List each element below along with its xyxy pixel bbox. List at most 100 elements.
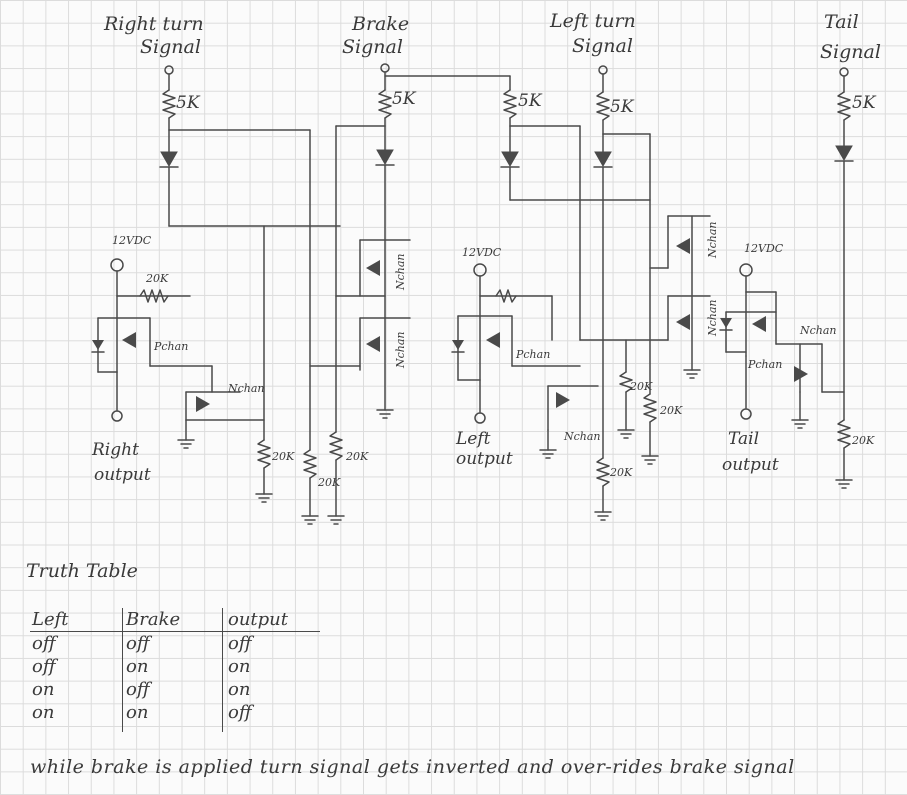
truth-table: Left Brake output off off off off on on … [30, 608, 320, 732]
table-cell: off [228, 702, 252, 723]
svg-text:20K: 20K [629, 380, 653, 393]
right-signal-terminal [164, 65, 174, 75]
tail-pchan-mosfet: Pchan [719, 291, 782, 371]
table-cell: on [32, 702, 55, 723]
svg-text:Pchan: Pchan [515, 348, 550, 361]
right-gate-resistor: 20K [139, 272, 169, 303]
left-nchan-mosfet: Nchan [547, 385, 601, 443]
brake-input-resistor: 5K [378, 71, 417, 127]
brake-signal-terminal [380, 63, 390, 73]
svg-text:Nchan: Nchan [563, 430, 601, 443]
svg-text:5K: 5K [852, 93, 877, 113]
ground-symbol [177, 439, 195, 449]
header-left: Left [32, 609, 69, 630]
ground-symbol [376, 409, 394, 419]
ground-symbol [539, 449, 557, 459]
svg-text:output: output [722, 455, 779, 475]
truth-table-title: Truth Table [26, 560, 138, 582]
brake-nchan-mosfet-lower: Nchan [359, 295, 411, 411]
svg-text:Pchan: Pchan [153, 340, 188, 353]
tail-input-resistor: 5K [837, 75, 877, 147]
svg-text:Nchan: Nchan [227, 382, 265, 395]
ground-symbol [835, 479, 853, 489]
left-gate-resistor [495, 289, 517, 303]
table-cell: off [32, 633, 56, 654]
table-cell: off [126, 679, 150, 700]
table-header: Left Brake output [30, 608, 320, 632]
left-pchan-mosfet: Pchan [451, 295, 550, 381]
right-output-label: Right output [91, 440, 151, 485]
svg-text:Nchan: Nchan [394, 331, 407, 369]
left-pulldown-resistor-c: 20K [596, 457, 633, 513]
ground-symbol [594, 511, 612, 521]
left-signal-terminal [598, 65, 608, 75]
svg-text:Nchan: Nchan [706, 299, 719, 337]
svg-text:12VDC: 12VDC [112, 234, 152, 247]
svg-text:12VDC: 12VDC [462, 246, 502, 259]
table-cell: on [126, 702, 149, 723]
svg-text:20K: 20K [659, 404, 683, 417]
left-pulldown-resistor-b: 20K [643, 339, 683, 457]
svg-text:20K: 20K [345, 450, 369, 463]
table-row: on off on [30, 678, 320, 701]
right-nchan-mosfet: Nchan [185, 382, 265, 421]
svg-text:20K: 20K [317, 476, 341, 489]
brake-input-diode [375, 125, 395, 241]
right-input-diode [159, 129, 179, 227]
svg-text:20K: 20K [851, 434, 875, 447]
brake-pulldown-resistor-a: 20K [303, 449, 341, 517]
right-output-terminal [111, 371, 123, 422]
tail-input-diode [834, 145, 854, 421]
svg-text:12VDC: 12VDC [744, 242, 784, 255]
svg-text:Tail: Tail [824, 11, 859, 33]
left-output-terminal [474, 379, 486, 424]
header-brake: Brake [126, 609, 181, 630]
right-input-resistor: 5K [162, 73, 201, 131]
svg-text:5K: 5K [610, 97, 635, 117]
ground-symbol [617, 429, 635, 439]
ground-symbol [791, 419, 809, 429]
right-supply: 12VDC [110, 234, 152, 297]
header-output: output [228, 609, 289, 630]
ground-symbol [641, 455, 659, 465]
tail-output-terminal [740, 355, 752, 420]
svg-text:20K: 20K [271, 450, 295, 463]
ground-symbol [683, 369, 701, 379]
svg-text:5K: 5K [392, 89, 417, 109]
left-pulldown-resistor-a: 20K [619, 339, 653, 431]
left-input-resistor: 5K [596, 73, 635, 135]
brake-to-left-diode [500, 125, 520, 201]
left-supply: 12VDC [462, 246, 502, 297]
brake-pulldown-resistor-b: 20K [329, 431, 369, 517]
svg-text:Signal: Signal [140, 36, 201, 58]
brake-to-left-resistor: 5K [503, 75, 543, 127]
brake-nchan-mosfet-upper: Nchan [359, 239, 411, 297]
svg-text:5K: 5K [176, 93, 201, 113]
svg-text:Right: Right [91, 440, 139, 460]
table-cell: on [126, 656, 149, 677]
circuit-schematic: Right turn Signal Brake Signal Left turn… [91, 10, 881, 525]
ground-symbol [255, 493, 273, 503]
ground-symbol [327, 515, 345, 525]
left-output-label: Left output [455, 429, 513, 469]
svg-text:Signal: Signal [820, 41, 881, 63]
table-row: off off off [30, 632, 320, 655]
table-cell: off [228, 633, 252, 654]
right-pulldown-resistor: 20K [257, 439, 295, 495]
svg-text:5K: 5K [518, 91, 543, 111]
tail-output-label: Tail output [722, 429, 779, 475]
left-nchan-mosfet-upper: Nchan [667, 215, 719, 371]
tail-signal-terminal [839, 67, 849, 77]
svg-text:Nchan: Nchan [394, 253, 407, 291]
left-input-diode [593, 133, 613, 459]
svg-text:Pchan: Pchan [747, 358, 782, 371]
table-divider [222, 608, 223, 732]
svg-text:20K: 20K [609, 466, 633, 479]
table-row: on on off [30, 701, 320, 724]
svg-text:Left turn: Left turn [549, 10, 636, 32]
tail-signal-label: Tail Signal [820, 11, 881, 63]
svg-text:output: output [94, 465, 151, 485]
svg-text:Nchan: Nchan [706, 221, 719, 259]
svg-text:20K: 20K [145, 272, 169, 285]
svg-text:Nchan: Nchan [799, 324, 837, 337]
